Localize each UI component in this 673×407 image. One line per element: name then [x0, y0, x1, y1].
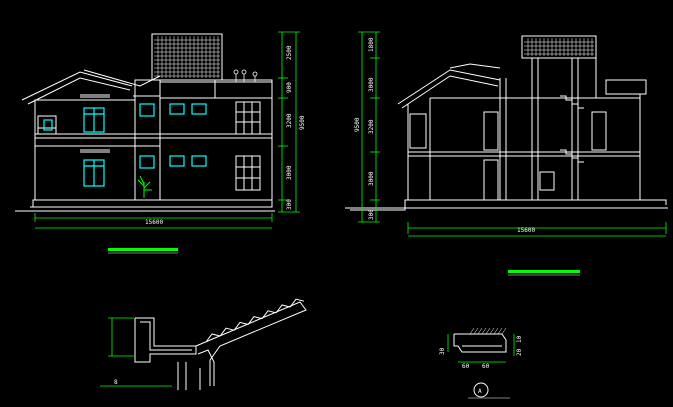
hatch-line [481, 327, 487, 335]
tile-ridge [233, 321, 249, 331]
hatch-line [485, 327, 491, 335]
sill-dim-label: 30 [439, 347, 446, 355]
sill-hatch [469, 327, 507, 335]
sill-detail [453, 333, 507, 353]
dim-label: 3200 [368, 119, 375, 134]
tile-ridge [247, 316, 263, 325]
sill-dim-label: 20 [516, 348, 523, 356]
window-stair-lower [139, 155, 155, 169]
section-left-roof [397, 69, 501, 105]
dim-label: 3000 [368, 77, 375, 92]
door-lower [483, 159, 499, 201]
window-2f-mid-b [191, 103, 207, 115]
hatch-line [477, 327, 483, 335]
window-1f-mid-a [169, 155, 185, 167]
stairs-lower [560, 149, 584, 163]
gutter-profile [134, 317, 197, 363]
section-dimensions [358, 31, 667, 237]
stairs-upper [560, 95, 584, 109]
section-drawing [345, 35, 668, 211]
roof-screen [151, 33, 223, 81]
eave-dim-label: 8 [114, 379, 118, 386]
roof-screen-pattern [154, 36, 220, 78]
stair-tower [134, 79, 161, 201]
section-left-dims: 1800 3000 3200 3000 300 9500 [354, 37, 375, 220]
middle-roof [83, 69, 161, 87]
section-parapet [605, 79, 647, 95]
hatch-line [489, 327, 495, 335]
tile-ridge [261, 310, 277, 320]
hatch-line [501, 327, 507, 335]
door-upper [483, 111, 499, 151]
balcony-section [409, 113, 427, 149]
plinth [32, 199, 273, 208]
tile-ridge [275, 304, 291, 314]
sill-dim-label: 10 [516, 335, 523, 343]
sill-dimensions [447, 334, 515, 363]
front-right-dims: 2500 900 3200 3000 300 9500 [286, 45, 306, 210]
dim-label: 3000 [368, 171, 375, 186]
balcony [37, 115, 57, 135]
front-elevation-dimensions [34, 31, 300, 229]
sill-dim-label: 60 [482, 363, 490, 370]
section-width-label: 15600 [517, 227, 535, 234]
detail-marker-circle [473, 382, 489, 398]
front-elevation [15, 33, 275, 212]
eave-detail [134, 301, 307, 390]
left-roof-inner [27, 77, 131, 105]
section-roof-screen [521, 35, 597, 59]
hatch-line [497, 327, 503, 335]
tile-ridge [205, 333, 221, 343]
tile-ridge [289, 298, 305, 308]
section-roof-screen-pattern [524, 38, 594, 56]
front-width-label: 15600 [145, 219, 163, 226]
dim-label: 1800 [368, 37, 375, 52]
title-bar-section [508, 270, 580, 273]
roof-tiles [205, 298, 305, 343]
total-height-label: 9500 [354, 117, 361, 132]
left-roof [21, 71, 133, 101]
eave-dimensions [100, 317, 172, 387]
window-stair-upper [139, 103, 155, 117]
dim-label: 3000 [286, 165, 293, 180]
right-block-wall [159, 81, 273, 201]
plant-icon [137, 175, 152, 198]
title-bar-front [108, 248, 178, 251]
door-upper-right [591, 111, 607, 151]
detail-marker-label: A [478, 388, 482, 395]
sill-profile [453, 333, 507, 353]
hatch-line [493, 327, 499, 335]
dim-label: 2500 [286, 45, 293, 60]
window-balcony [43, 119, 53, 131]
roof-figures [233, 69, 258, 82]
dim-label: 300 [286, 199, 293, 210]
front-windows [43, 103, 207, 187]
hatch-line [473, 327, 479, 335]
sill-dim-label: 60 [462, 363, 470, 370]
window-1f-mid-b [191, 155, 207, 167]
total-height-label: 9500 [299, 115, 306, 130]
hatch-line [469, 327, 475, 335]
dim-label: 300 [368, 209, 375, 220]
dim-label: 3200 [286, 113, 293, 128]
roof-slab [195, 301, 307, 386]
window-upper-right [235, 101, 261, 135]
dim-label: 900 [286, 82, 293, 93]
window-2f-mid-a [169, 103, 185, 115]
stair-core [531, 57, 579, 201]
tile-ridge [219, 327, 235, 337]
window-lower-right [235, 155, 261, 191]
terrace-parapet [214, 79, 273, 99]
